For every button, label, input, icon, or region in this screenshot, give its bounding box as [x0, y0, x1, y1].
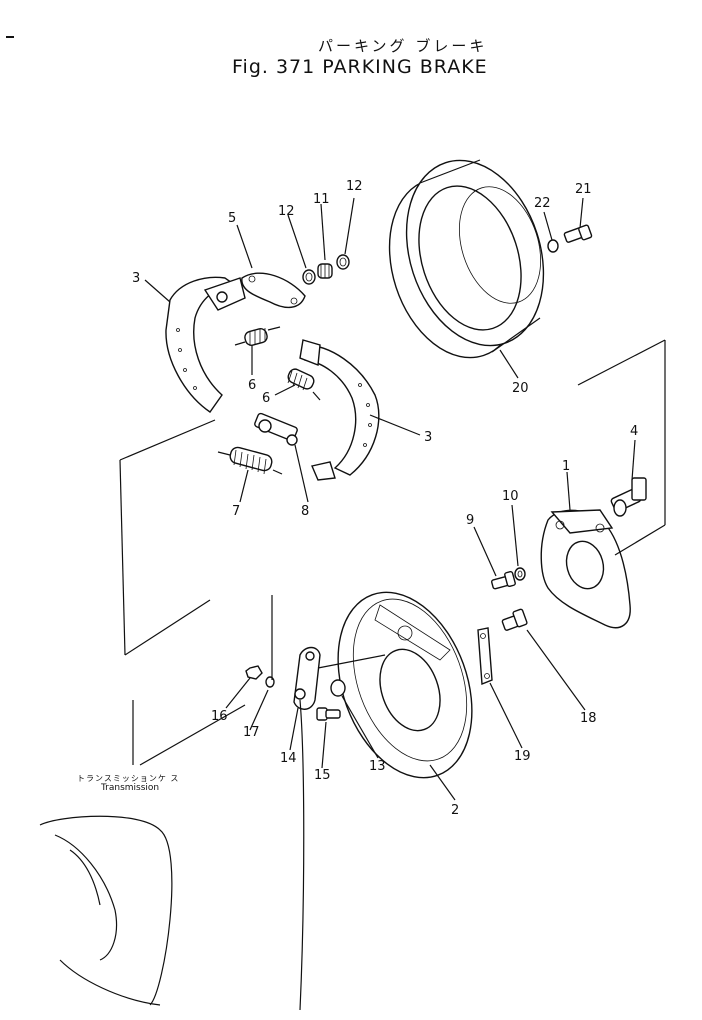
bolt-part-21: [563, 224, 593, 243]
callout-7: 7: [232, 504, 240, 519]
callout-9: 9: [466, 513, 474, 528]
callout-12-left: 12: [278, 204, 295, 219]
callout-3-right: 3: [424, 430, 432, 445]
callout-6-upper: 6: [248, 378, 256, 393]
corner-mark: [6, 36, 14, 38]
callout-16: 16: [211, 709, 228, 724]
callout-21: 21: [575, 182, 592, 197]
return-spring-part-6-lower: [287, 368, 321, 401]
callout-1: 1: [562, 459, 570, 474]
cable-part-13: [317, 654, 386, 697]
callout-22: 22: [534, 196, 551, 211]
assembly-centerlines: [119, 339, 666, 766]
callout-2: 2: [451, 803, 459, 818]
pin-part-4: [610, 477, 647, 517]
transmission-case-label: Transmission: [101, 783, 160, 793]
callout-leaders: [144, 197, 636, 801]
callout-6-lower: 6: [262, 391, 270, 406]
adjuster-part-8: [254, 412, 298, 446]
link-part-19: [477, 627, 493, 686]
lever-part-14: [293, 646, 321, 710]
nut-part-16: [245, 665, 263, 680]
callout-12-right: 12: [346, 179, 363, 194]
bolt-part-18: [501, 608, 528, 631]
callout-18: 18: [580, 711, 597, 726]
anchor-bracket-part-1: [540, 509, 631, 629]
callout-4: 4: [630, 424, 638, 439]
washer-part-22: [547, 239, 559, 253]
brake-shoe-left-part-3: [165, 276, 246, 413]
callout-3-left: 3: [132, 271, 140, 286]
backing-plate-part-2: [337, 591, 473, 779]
callout-17: 17: [243, 725, 260, 740]
bolt-part-15: [316, 707, 341, 721]
figure-title-japanese: パーキング ブレーキ: [318, 37, 488, 55]
transmission-case-label-japanese: トランスミッションケ ス: [77, 774, 180, 783]
spring-part-11: [317, 263, 333, 279]
ring-part-12-left: [302, 269, 316, 285]
callout-8: 8: [301, 504, 309, 519]
bolt-part-9: [491, 570, 516, 590]
callout-14: 14: [280, 751, 297, 766]
link-plate-part-5: [241, 272, 306, 309]
spring-part-7: [217, 446, 283, 475]
callout-11: 11: [313, 192, 330, 207]
callout-15: 15: [314, 768, 331, 783]
callout-19: 19: [514, 749, 531, 764]
callout-13: 13: [369, 759, 386, 774]
callout-10: 10: [502, 489, 519, 504]
washer-part-17: [265, 676, 275, 688]
callout-20: 20: [512, 381, 529, 396]
brake-shoe-right-part-3: [299, 339, 380, 481]
figure-title: Fig. 371 PARKING BRAKE: [232, 56, 488, 78]
transmission-case-outline: [39, 699, 305, 1011]
return-spring-part-6-upper: [234, 326, 281, 346]
washer-part-10: [514, 567, 526, 581]
callout-5: 5: [228, 211, 236, 226]
ring-part-12-right: [336, 254, 350, 270]
brake-drum-part-20: [388, 159, 545, 359]
